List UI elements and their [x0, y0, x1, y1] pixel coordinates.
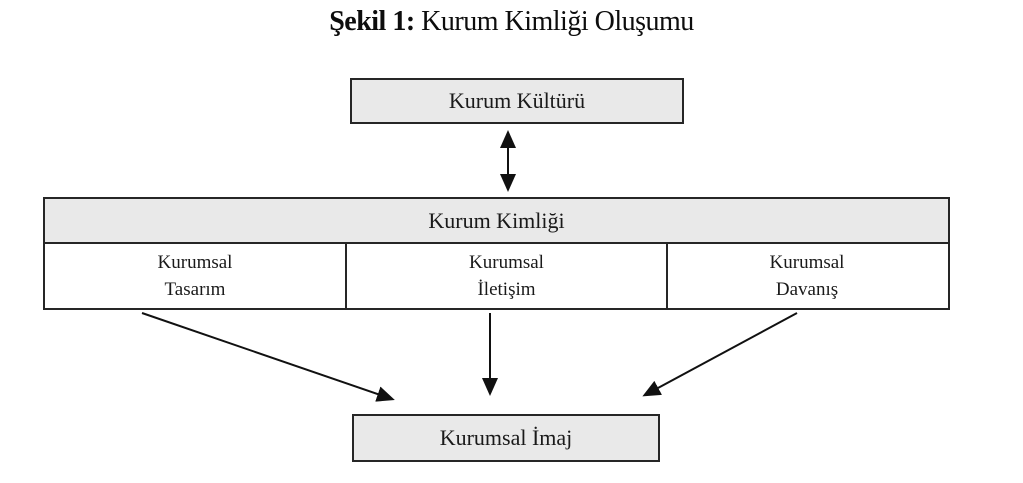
- cell-iletisim-line2: İletişim: [477, 279, 536, 300]
- kurum-kimligi-header: Kurum Kimliği: [45, 199, 948, 244]
- kurumsal-imaj-box: Kurumsal İmaj: [352, 414, 660, 462]
- kurum-kulturu-box: Kurum Kültürü: [350, 78, 684, 124]
- cell-tasarim-line2: Tasarım: [164, 279, 226, 300]
- cell-kurumsal-iletisim: Kurumsal İletişim: [347, 244, 668, 308]
- cell-iletisim-line1: Kurumsal: [469, 252, 544, 273]
- kurumsal-imaj-label: Kurumsal İmaj: [439, 425, 573, 450]
- kurum-kulturu-label: Kurum Kültürü: [448, 88, 586, 113]
- figure-title-prefix: Şekil 1:: [329, 6, 415, 37]
- figure-title-text: Kurum Kimliği Oluşumu: [414, 6, 694, 37]
- kurum-kimligi-cells: Kurumsal Tasarım Kurumsal İletişim Kurum…: [45, 244, 948, 308]
- cell-davranis-line2: Davanış: [775, 279, 839, 300]
- cell-tasarim-line1: Kurumsal: [157, 252, 233, 273]
- kurum-kimligi-label: Kurum Kimliği: [428, 207, 565, 233]
- cell-kurumsal-davranis: Kurumsal Davanış: [668, 244, 946, 308]
- kurum-kimligi-box: Kurum Kimliği Kurumsal Tasarım Kurumsal …: [43, 197, 950, 310]
- arrow-davranis-imaj: [642, 312, 798, 397]
- cell-kurumsal-tasarim: Kurumsal Tasarım: [45, 244, 347, 308]
- cell-davranis-line1: Kurumsal: [769, 252, 845, 273]
- arrow-tasarim-imaj: [141, 312, 395, 402]
- figure-title: Şekil 1: Kurum Kimliği Oluşumu: [0, 6, 1023, 38]
